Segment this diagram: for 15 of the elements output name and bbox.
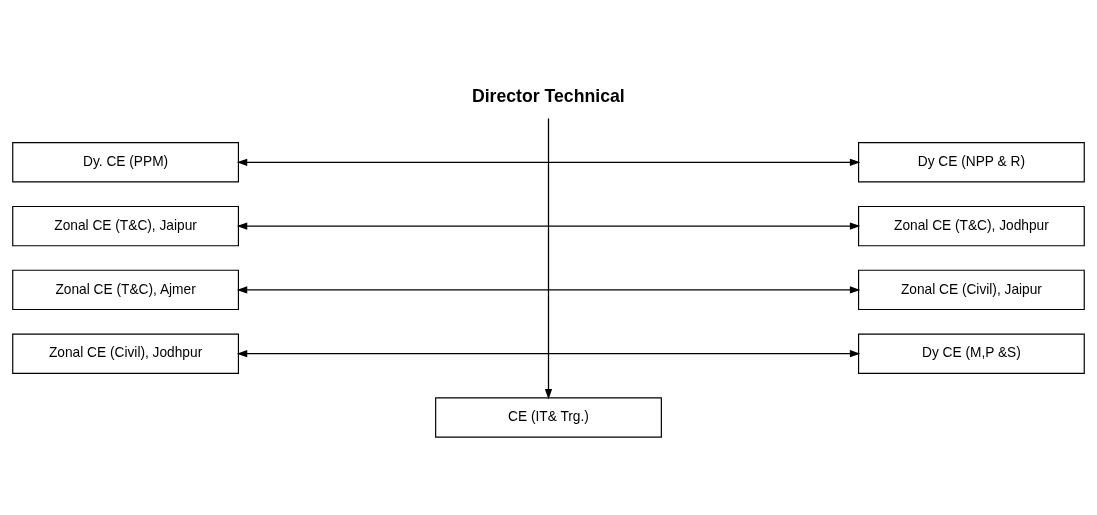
arrow bbox=[236, 349, 861, 357]
arrow bbox=[236, 158, 861, 166]
node-box: Zonal CE (Civil), Jaipur bbox=[858, 269, 1085, 310]
node-box: Zonal CE (Civil), Jodhpur bbox=[12, 332, 239, 374]
node-box: Zonal CE (T&C), Ajmer bbox=[12, 269, 239, 310]
node-box: Zonal CE (T&C), Jodhpur bbox=[858, 205, 1085, 246]
arrow bbox=[544, 117, 553, 399]
node-box: CE (IT& Trg.) bbox=[435, 396, 662, 438]
node-box: Dy. CE (PPM) bbox=[12, 141, 239, 183]
node-box: Zonal CE (T&C), Jaipur bbox=[12, 205, 239, 246]
arrow bbox=[236, 221, 861, 230]
node-text: Director Technical bbox=[471, 85, 625, 106]
node-box: Dy CE (NPP & R) bbox=[858, 141, 1085, 183]
arrow bbox=[236, 285, 861, 294]
node-box: Dy CE (M,P &S) bbox=[858, 332, 1085, 374]
